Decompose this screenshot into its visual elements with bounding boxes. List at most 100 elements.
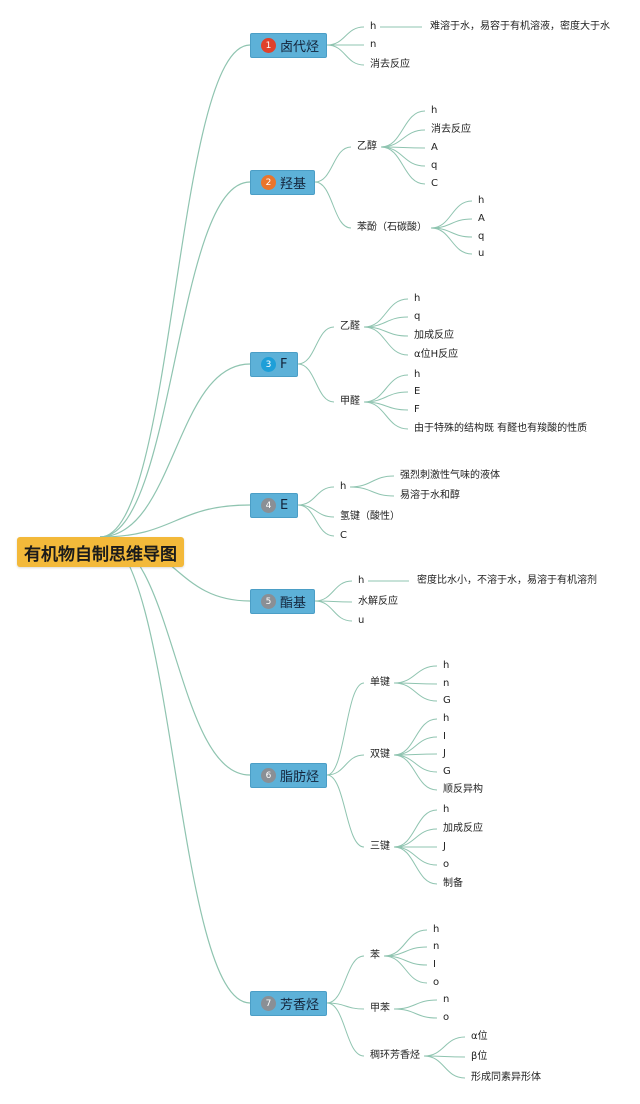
leaf-node[interactable]: h [433,924,440,935]
sub-node[interactable]: 苯 [370,950,380,961]
number-badge-icon: 2 [261,175,276,190]
leaf-link [393,828,438,848]
leaf-node[interactable]: J [443,748,446,759]
sub-link [326,955,365,1004]
sub-node[interactable]: u [358,615,365,626]
leaf-link [380,146,426,185]
leaf-link [349,486,395,497]
leaf-node[interactable]: I [443,731,446,742]
sub-link [326,1002,365,1057]
sub-node[interactable]: h [340,481,347,492]
leaf-node[interactable]: 由于特殊的结构既 有醛也有羧酸的性质 [414,423,588,434]
sub-node[interactable]: 消去反应 [370,59,410,70]
sub-link [326,1002,365,1010]
leaf-node[interactable]: h [478,195,485,206]
sub-node[interactable]: 水解反应￼ [358,596,398,607]
leaf-node[interactable]: G [443,695,451,706]
leaf-node[interactable]: C [431,178,438,189]
sub-node[interactable]: 乙醇 [357,141,377,152]
sub-node[interactable]: h [370,21,377,32]
sub-link [326,26,365,46]
leaf-node[interactable]: n [443,994,450,1005]
sub-node[interactable]: 甲苯 [370,1003,390,1014]
sub-node[interactable]: 氢键（酸性） [340,511,400,522]
sub-link [297,363,335,403]
leaf-node[interactable]: I [433,959,436,970]
leaf-link [363,374,409,403]
leaf-node[interactable]: o [443,1012,450,1023]
sub-node[interactable]: 苯酚（石碳酸） [357,222,427,233]
leaf-node[interactable]: α位H反应 [414,349,459,360]
sub-link [326,774,365,848]
leaf-node[interactable]: h [431,105,438,116]
sub-node[interactable]: 稠环芳香烃 [370,1050,420,1061]
branch-label: E [280,498,289,513]
sub-node[interactable]: 乙醛 [340,321,360,332]
leaf-node[interactable]: o [443,859,450,870]
leaf-link [393,809,438,848]
branch-link [99,181,251,538]
leaf-link [423,1036,466,1057]
root-node[interactable]: 有机物自制思维导图 [17,537,184,567]
leaf-link [393,999,438,1010]
leaf-node[interactable]: 难溶于水，易容于有机溶液，密度大于水 [430,21,610,32]
sub-node[interactable]: 双键 [370,749,390,760]
sub-link [314,580,353,602]
leaf-node[interactable]: α位 [471,1031,488,1042]
leaf-node[interactable]: A [478,213,485,224]
sub-link [297,486,335,506]
leaf-link [380,129,426,148]
leaf-node[interactable]: 加成反应￼ [414,330,454,341]
sub-node[interactable]: 三键 [370,841,390,852]
leaf-node[interactable]: E [414,386,421,397]
leaf-link [383,929,428,957]
leaf-node[interactable]: 密度比水小，不溶于水，易溶于有机溶剂 [417,575,597,586]
branch-label: 芳香烃 [280,998,320,1013]
leaf-node[interactable]: β位 [471,1051,488,1062]
leaf-node[interactable]: u [478,248,485,259]
leaf-node[interactable]: F [414,404,420,415]
branch-label: 卤代烃 [280,40,320,55]
branch-link [99,504,251,538]
leaf-link [393,1008,438,1019]
leaf-node[interactable]: o [433,977,440,988]
leaf-node[interactable]: n [433,941,440,952]
leaf-node[interactable]: 制备 [443,878,463,889]
leaf-node[interactable]: h [443,660,450,671]
leaf-node[interactable]: A [431,142,438,153]
sub-link [314,146,352,183]
leaf-node[interactable]: 易溶于水和醇 [400,490,460,501]
leaf-link [363,326,409,356]
leaf-node[interactable]: h [414,369,421,380]
sub-node[interactable]: h [358,575,365,586]
leaf-node[interactable]: q [478,231,485,242]
leaf-node[interactable]: h [443,713,450,724]
leaf-node[interactable]: 强烈刺激性气味的液体 [400,470,500,481]
leaf-node[interactable]: 顺反异构 [443,784,483,795]
sub-node[interactable]: 甲醛 [340,396,360,407]
number-badge-icon: 3 [261,357,276,372]
leaf-node[interactable]: 加成反应 [443,823,483,834]
leaf-node[interactable]: J [443,841,446,852]
branch-label: F [280,357,288,372]
leaf-node[interactable]: 形成同素异形体 [471,1072,541,1083]
leaf-node[interactable]: n [443,678,450,689]
leaf-link [349,475,395,488]
sub-node[interactable]: C [340,530,347,541]
sub-node[interactable]: 单键 [370,677,390,688]
leaf-node[interactable]: q [431,160,438,171]
leaf-node[interactable]: 消去反应￼ [431,124,471,135]
leaf-node[interactable]: G [443,766,451,777]
leaf-node[interactable]: h [414,293,421,304]
leaf-node[interactable]: h [443,804,450,815]
sub-node[interactable]: n [370,39,377,50]
leaf-node[interactable]: q [414,311,421,322]
leaf-link [430,227,473,255]
